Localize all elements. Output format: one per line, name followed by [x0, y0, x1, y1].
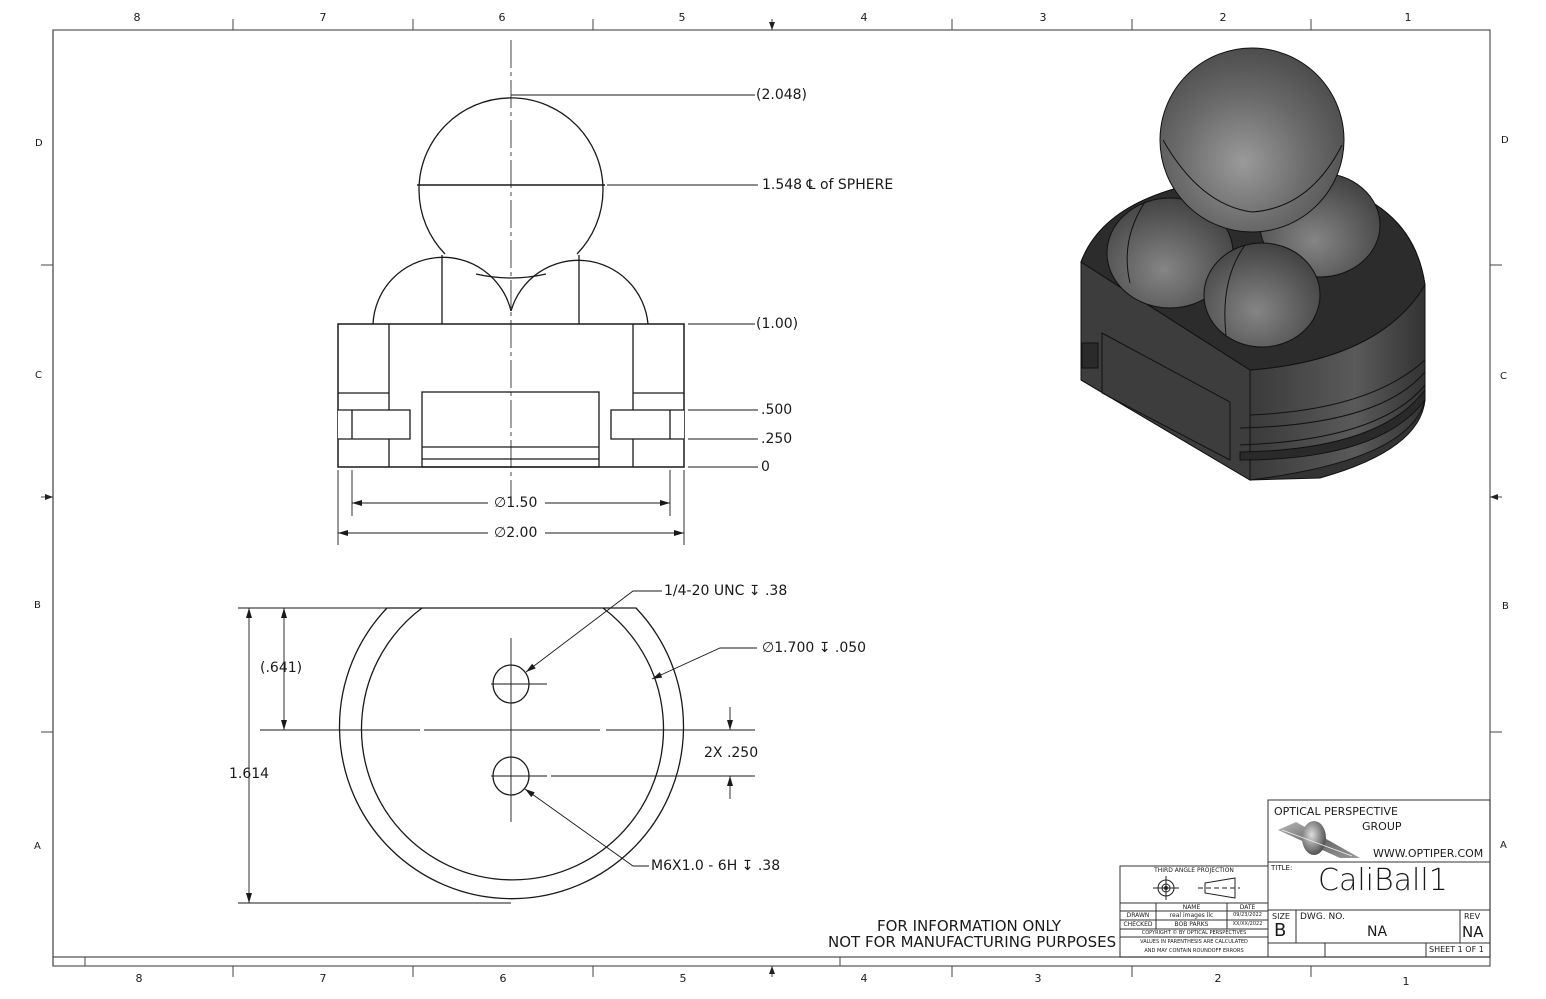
- zone-col-6-top: 6: [498, 11, 506, 24]
- dim-base-top: (1.00): [756, 316, 799, 332]
- rev-label: REV: [1464, 912, 1481, 921]
- dim-outer-diameter: ∅2.00: [494, 525, 538, 541]
- header-name: NAME: [1182, 904, 1201, 911]
- size-value: B: [1274, 920, 1287, 941]
- zone-row-c-left: C: [35, 370, 42, 381]
- zone-col-5-top: 5: [678, 11, 686, 24]
- rev-value: NA: [1462, 923, 1484, 941]
- company-logo: [1278, 821, 1360, 858]
- bottom-view: [238, 590, 757, 904]
- zone-row-a-right: A: [1500, 840, 1507, 851]
- zone-col-4-top: 4: [860, 11, 868, 24]
- sheet-number: SHEET 1 OF 1: [1429, 945, 1484, 954]
- title-label: TITLE:: [1271, 864, 1293, 872]
- dim-offset: (.641): [260, 660, 303, 676]
- checked-role: CHECKED: [1123, 921, 1153, 928]
- callout-recess-diameter: ∅1.700 ↧ .050: [762, 640, 867, 656]
- zone-row-b-right: B: [1502, 601, 1509, 612]
- zone-col-3-bottom: 3: [1034, 972, 1042, 985]
- copyright: COPYRIGHT © BY OPTICAL PERSPECTIVES: [1141, 930, 1247, 936]
- zone-row-b-left: B: [34, 600, 41, 611]
- zone-row-d-left: D: [35, 138, 43, 149]
- dim-groove-top: .500: [761, 402, 793, 418]
- dim-sphere-center: 1.548 ℄ of SPHERE: [762, 177, 894, 193]
- isometric-render: [1080, 47, 1426, 481]
- zone-col-6-bottom: 6: [499, 972, 507, 985]
- zone-col-8-top: 8: [133, 11, 141, 24]
- zone-row-d-right: D: [1501, 135, 1509, 146]
- callout-m6-hole: M6X1.0 - 6H ↧ .38: [651, 858, 781, 874]
- drawn-date: 09/23/2022: [1233, 912, 1262, 918]
- info-note-line1: FOR INFORMATION ONLY: [876, 917, 1062, 935]
- projection-label: THIRD ANGLE PROJECTION: [1154, 867, 1234, 874]
- zone-col-8-bottom: 8: [135, 972, 143, 985]
- info-note: FOR INFORMATION ONLY NOT FOR MANUFACTURI…: [828, 917, 1117, 951]
- projection-symbol: [1153, 876, 1240, 900]
- zone-col-1-bottom: 1: [1402, 975, 1410, 988]
- drawn-name: real images llc: [1169, 912, 1214, 919]
- zone-col-7-top: 7: [319, 11, 327, 24]
- dwg-no-value: NA: [1367, 924, 1388, 940]
- zone-col-7-bottom: 7: [319, 972, 327, 985]
- drawn-role: DRAWN: [1126, 912, 1150, 919]
- zone-row-c-right: C: [1500, 371, 1507, 382]
- title-block-lines: [1119, 799, 1491, 958]
- zone-col-2-bottom: 2: [1214, 972, 1222, 985]
- checked-name: BOB PARKS: [1174, 921, 1209, 928]
- dim-height: 1.614: [229, 766, 270, 782]
- size-label: SIZE: [1272, 912, 1290, 921]
- zone-col-5-bottom: 5: [679, 972, 687, 985]
- dim-inner-diameter: ∅1.50: [494, 495, 538, 511]
- company-website: WWW.OPTIPER.COM: [1373, 847, 1484, 860]
- zone-col-2-top: 2: [1219, 11, 1227, 24]
- info-note-line2: NOT FOR MANUFACTURING PURPOSES: [828, 933, 1117, 951]
- checked-date: XX/XX/2022: [1232, 921, 1263, 927]
- zone-col-1-top: 1: [1404, 11, 1412, 24]
- dim-hole-spacing: 2X .250: [704, 745, 759, 761]
- company-name-line1: OPTICAL PERSPECTIVE: [1274, 805, 1398, 818]
- zone-col-3-top: 3: [1039, 11, 1047, 24]
- dwg-no-label: DWG. NO.: [1300, 912, 1345, 922]
- dim-sphere-top: (2.048): [756, 87, 808, 103]
- disclaimer-line2: AND MAY CONTAIN ROUNDOFF ERRORS: [1144, 948, 1244, 954]
- drawing-title: CaliBall1: [1318, 863, 1448, 898]
- header-date: DATE: [1239, 904, 1256, 911]
- callout-quarter-20-hole: 1/4-20 UNC ↧ .38: [664, 583, 788, 599]
- dim-zero: 0: [761, 459, 770, 475]
- dim-groove-bottom: .250: [761, 431, 793, 447]
- front-view: [337, 40, 758, 545]
- disclaimer-line1: VALUES IN PARENTHESIS ARE CALCULATED: [1140, 939, 1248, 945]
- zone-row-a-left: A: [34, 841, 41, 852]
- company-name-line2: GROUP: [1362, 820, 1402, 833]
- zone-col-4-bottom: 4: [860, 972, 868, 985]
